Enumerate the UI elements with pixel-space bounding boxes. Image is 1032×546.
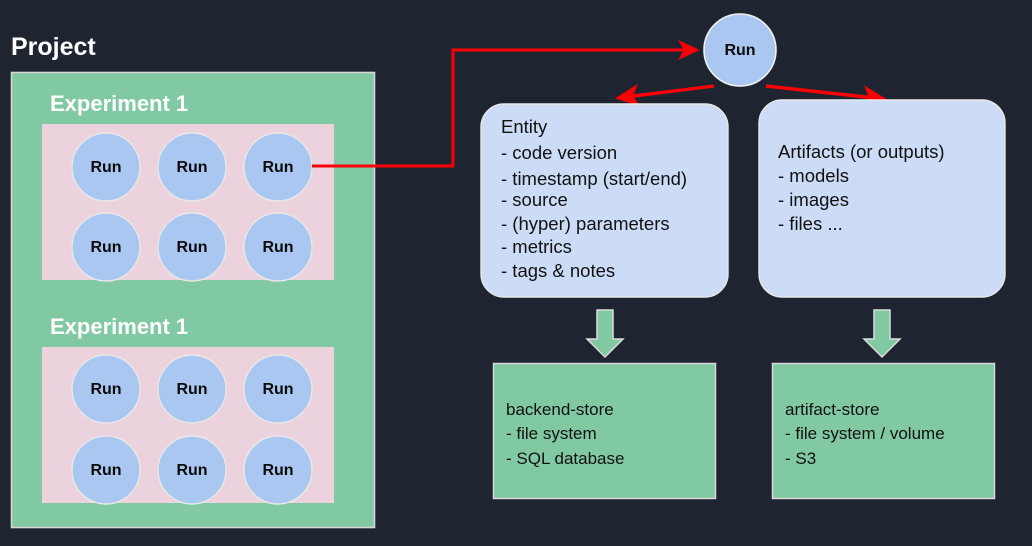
experiment-1-run-5[interactable]: Run xyxy=(157,212,227,282)
run-circle-label: Run xyxy=(176,462,207,479)
experiment-2-title: Experiment 1 xyxy=(50,314,188,339)
red-connectors xyxy=(312,39,888,168)
backend-store-line-2: - file system xyxy=(506,424,597,443)
artifact-store-line-1: artifact-store xyxy=(785,400,879,419)
entity-line-3: - timestamp (start/end) xyxy=(501,168,687,189)
experiment-2-run-6[interactable]: Run xyxy=(243,435,313,505)
run-circle[interactable] xyxy=(71,132,141,202)
entity-line-7: - tags & notes xyxy=(501,260,615,281)
experiment-2-run-5[interactable]: Run xyxy=(157,435,227,505)
entity-to-backend-arrow-icon xyxy=(585,309,625,359)
run-hub-circle[interactable] xyxy=(703,13,777,87)
run-circle[interactable] xyxy=(157,212,227,282)
backend-store-card[interactable]: backend-store - file system - SQL databa… xyxy=(492,362,717,500)
experiment-2-run-1[interactable]: Run xyxy=(71,354,141,424)
artifact-store-box[interactable] xyxy=(771,362,996,500)
project-group: Project Experiment 1 Run Run Run xyxy=(10,33,376,529)
backend-store-line-1: backend-store xyxy=(506,400,614,419)
entity-line-4: - source xyxy=(501,189,568,210)
run-circle-label: Run xyxy=(176,159,207,176)
run-circle-label: Run xyxy=(90,239,121,256)
experiment-2-run-2[interactable]: Run xyxy=(157,354,227,424)
run-circle[interactable] xyxy=(157,435,227,505)
run-circle-label: Run xyxy=(90,381,121,398)
run-circle-label: Run xyxy=(262,239,293,256)
run-circle-label: Run xyxy=(90,462,121,479)
hub-to-artifacts-connector xyxy=(765,84,888,109)
run-circle-label: Run xyxy=(90,159,121,176)
experiment-1-run-2[interactable]: Run xyxy=(157,132,227,202)
green-block-arrows xyxy=(585,309,902,359)
artifacts-line-3: - images xyxy=(778,189,849,210)
experiment-group-2[interactable]: Experiment 1 Run Run Run Run xyxy=(42,314,334,505)
backend-store-line-3: - SQL database xyxy=(506,449,624,468)
artifact-store-line-2: - file system / volume xyxy=(785,424,945,443)
artifacts-line-4: - files ... xyxy=(778,213,843,234)
entity-line-1: Entity xyxy=(501,116,548,137)
experiment-1-run-1[interactable]: Run xyxy=(71,132,141,202)
run-hub-label: Run xyxy=(724,42,755,59)
experiment-2-run-3[interactable]: Run xyxy=(243,354,313,424)
run-circle[interactable] xyxy=(71,354,141,424)
run-circle[interactable] xyxy=(243,435,313,505)
entity-line-6: - metrics xyxy=(501,236,572,257)
experiment-1-run-6[interactable]: Run xyxy=(243,212,313,282)
run-circle[interactable] xyxy=(243,354,313,424)
artifacts-to-store-arrow-icon xyxy=(862,309,902,359)
experiment-1-run-3[interactable]: Run xyxy=(243,132,313,202)
experiment-1-title: Experiment 1 xyxy=(50,91,188,116)
project-title: Project xyxy=(11,33,96,61)
experiment-group-1[interactable]: Experiment 1 Run Run Run Run xyxy=(42,91,334,282)
artifacts-line-1: Artifacts (or outputs) xyxy=(778,141,945,162)
experiment-1-run-4[interactable]: Run xyxy=(71,212,141,282)
run-circle-label: Run xyxy=(176,239,207,256)
entity-line-5: - (hyper) parameters xyxy=(501,213,670,234)
entity-card-box[interactable] xyxy=(480,103,729,298)
run-to-hub-connector xyxy=(312,39,700,168)
run-circle-label: Run xyxy=(176,381,207,398)
artifacts-card[interactable]: Artifacts (or outputs) - models - images… xyxy=(758,99,1006,298)
run-circle-label: Run xyxy=(262,462,293,479)
backend-store-box[interactable] xyxy=(492,362,717,500)
run-circle-label: Run xyxy=(262,159,293,176)
artifact-store-card[interactable]: artifact-store - file system / volume - … xyxy=(771,362,996,500)
artifact-store-line-3: - S3 xyxy=(785,449,816,468)
artifacts-line-2: - models xyxy=(778,165,849,186)
run-circle[interactable] xyxy=(243,212,313,282)
experiment-2-run-4[interactable]: Run xyxy=(71,435,141,505)
run-circle-label: Run xyxy=(262,381,293,398)
run-circle[interactable] xyxy=(71,435,141,505)
run-circle[interactable] xyxy=(71,212,141,282)
run-hub-node[interactable]: Run xyxy=(703,13,777,87)
artifacts-card-box[interactable] xyxy=(758,99,1006,298)
run-circle[interactable] xyxy=(157,132,227,202)
hub-to-entity-connector xyxy=(614,84,715,107)
entity-card[interactable]: Entity - code version - timestamp (start… xyxy=(480,103,729,298)
run-circle[interactable] xyxy=(157,354,227,424)
entity-line-2: - code version xyxy=(501,142,617,163)
